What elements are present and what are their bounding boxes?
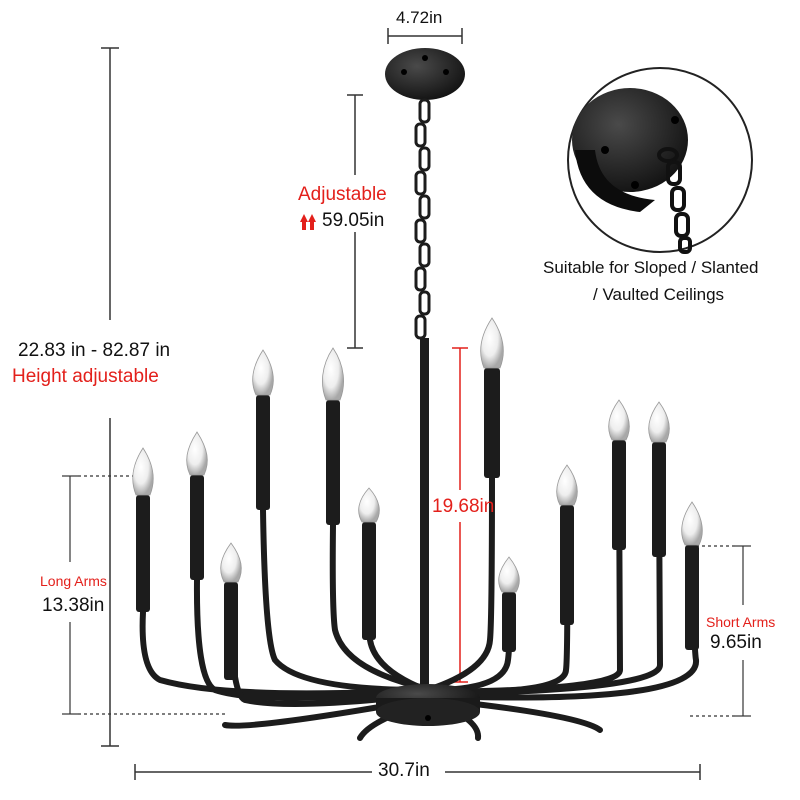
chain-length-dimension	[347, 94, 363, 349]
adjustable-title: Adjustable	[298, 184, 387, 205]
short-arms-dimension	[690, 545, 751, 717]
short-arms-title: Short Arms	[706, 614, 776, 630]
base-hub	[376, 684, 480, 726]
short-arms-value: 9.65in	[710, 632, 762, 653]
overall-height-dimension	[101, 47, 119, 747]
long-arms-value: 13.38in	[42, 595, 105, 616]
detail-caption-line2: / Vaulted Ceilings	[593, 285, 725, 304]
candle-sleeves	[136, 368, 699, 680]
long-arms-title: Long Arms	[40, 573, 107, 589]
long-arms-dimension	[62, 475, 225, 715]
total-width-dimension	[134, 764, 701, 780]
height-adjustable-label: Height adjustable	[12, 366, 159, 387]
chain	[414, 98, 431, 340]
ceiling-canopy	[385, 48, 465, 100]
height-range-label: 22.83 in - 82.87 in	[18, 340, 171, 361]
ceiling-detail-inset	[567, 67, 753, 254]
chain-length-label: 59.05in	[322, 210, 385, 231]
center-rod	[420, 338, 429, 688]
up-down-arrows-icon	[300, 214, 316, 230]
bulbs	[132, 317, 703, 593]
center-height-label: 19.68in	[432, 496, 495, 517]
canopy-width-label: 4.72in	[396, 8, 443, 27]
detail-caption-line1: Suitable for Sloped / Slanted	[543, 258, 759, 277]
canopy-width-dimension	[387, 28, 463, 44]
total-width-label: 30.7in	[378, 760, 430, 781]
